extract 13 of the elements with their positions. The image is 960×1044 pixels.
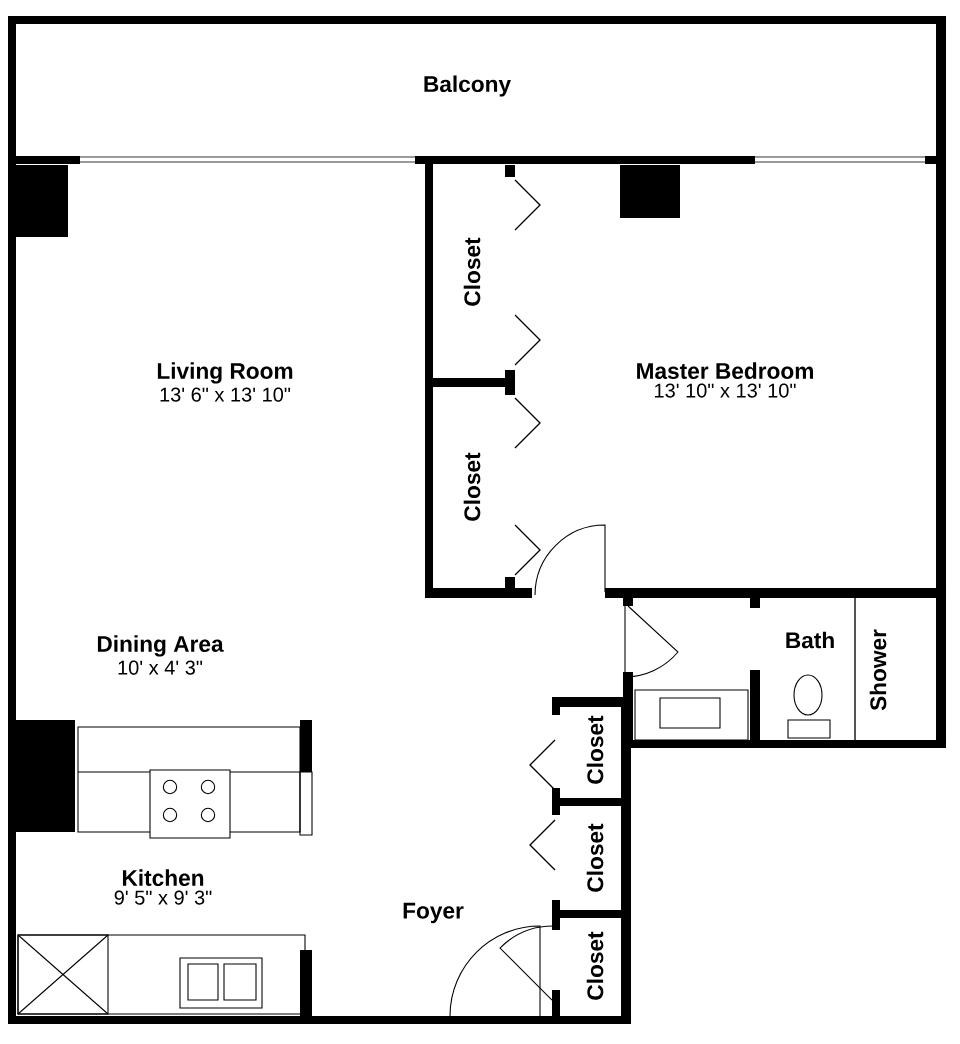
room-label: Bath: [786, 631, 834, 649]
room-label: Kitchen 9' 5" x 9' 3": [114, 869, 212, 905]
room-label: Closet: [463, 237, 481, 306]
room-label: Closet: [586, 823, 604, 892]
room-label: Shower: [869, 629, 887, 711]
room-label: Living Room 13' 6" x 13' 10": [157, 362, 293, 402]
room-label: Foyer: [403, 902, 464, 924]
room-label: Dining Area 10' x 4' 3": [97, 635, 224, 675]
room-label: Master Bedroom 13' 10" x 13' 10": [637, 362, 813, 398]
room-label: Closet: [586, 715, 604, 784]
room-label: Closet: [586, 931, 604, 1000]
room-label: Closet: [463, 452, 481, 521]
room-label: Balcony: [424, 75, 511, 97]
